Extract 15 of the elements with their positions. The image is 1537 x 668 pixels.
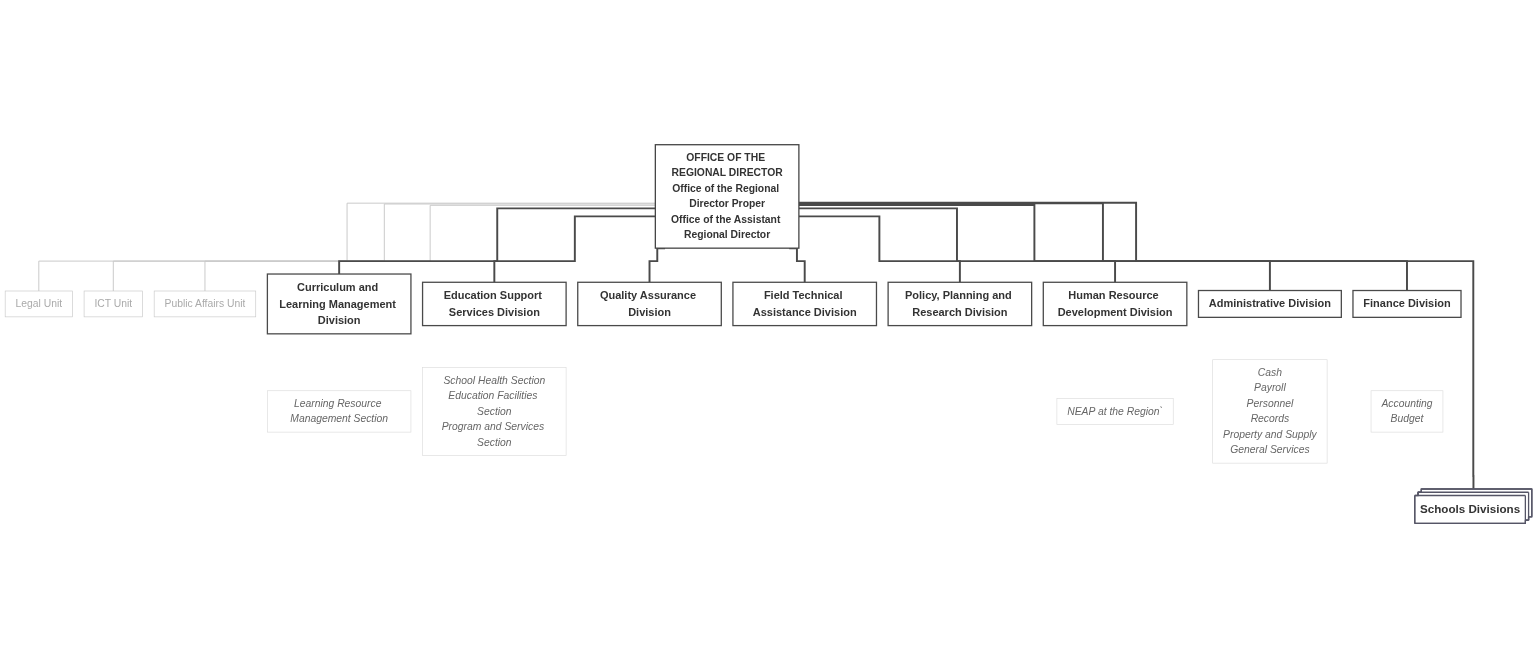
node-box: NEAP at the Region` [1056,398,1174,425]
node-box: Quality Assurance Division [577,281,722,327]
node-box: Legal Unit [4,290,73,318]
node-box: Policy, Planning and Research Division [887,281,1033,327]
node-box: School Health Section Education Facilities Section Program and Services Section [422,367,567,456]
node-box: Curriculum and Learning Management Division [266,273,412,335]
node-box: OFFICE OF THE REGIONAL DIRECTOR Office of the Regional Director Proper Office of the Assistant Regional Director [654,144,800,249]
node-box: Learning Resource Management Section [267,390,412,433]
node-box: Education Support Services Division [421,281,567,327]
node-box: Administrative Division [1197,289,1342,318]
node-box: Field Technical Assistance Division [732,281,878,327]
node-box: Public Affairs Unit [153,290,257,318]
node-box: Human Resource Development Division [1042,281,1188,327]
node-box: Finance Division [1352,289,1462,318]
node-box: ICT Unit [83,290,143,318]
